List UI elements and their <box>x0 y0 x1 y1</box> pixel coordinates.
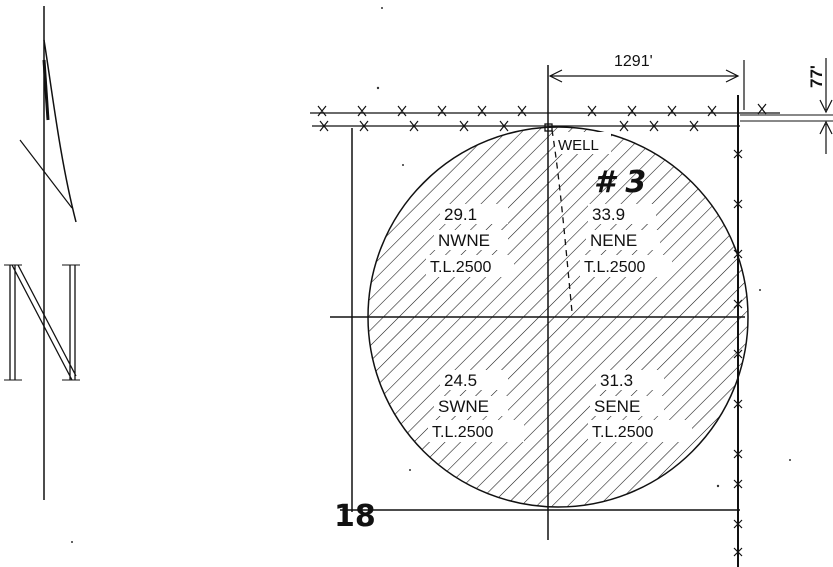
well-marker <box>544 123 573 313</box>
tract-acres: 31.3 <box>600 371 633 390</box>
scan-specks <box>71 7 791 543</box>
fence-line <box>310 103 833 557</box>
tract-name: SENE <box>594 397 640 416</box>
tract-sene: 31.3 SENE T.L.2500 <box>592 371 653 441</box>
section-number: 18 <box>334 499 376 534</box>
tract-tl: T.L.2500 <box>430 259 491 276</box>
tract-acres: 33.9 <box>592 205 625 224</box>
section-lines <box>330 65 745 567</box>
dimension-77-label: 77' <box>807 65 826 88</box>
well-label: WELL <box>558 137 599 154</box>
tract-swne: 24.5 SWNE T.L.2500 <box>432 371 493 441</box>
tract-nwne: 29.1 NWNE T.L.2500 <box>430 205 491 276</box>
north-letter: N <box>0 0 1 1</box>
tract-nene: 33.9 NENE T.L.2500 <box>584 205 645 276</box>
dimension-horizontal: 1291' <box>548 53 745 110</box>
tract-acres: 24.5 <box>444 371 477 390</box>
drainage-circle <box>367 126 749 508</box>
dimension-1291-label: 1291' <box>614 53 653 70</box>
tract-tl: T.L.2500 <box>432 424 493 441</box>
tract-name: NENE <box>590 231 637 250</box>
well-number: # 3 <box>594 165 646 200</box>
tract-tl: T.L.2500 <box>592 424 653 441</box>
tract-acres: 29.1 <box>444 205 477 224</box>
label-backgrounds <box>426 132 692 442</box>
tract-name: SWNE <box>438 397 489 416</box>
tract-tl: T.L.2500 <box>584 259 645 276</box>
north-arrow-icon: N <box>0 0 80 500</box>
dimension-vertical: 77' <box>807 58 833 154</box>
tract-name: NWNE <box>438 231 490 250</box>
